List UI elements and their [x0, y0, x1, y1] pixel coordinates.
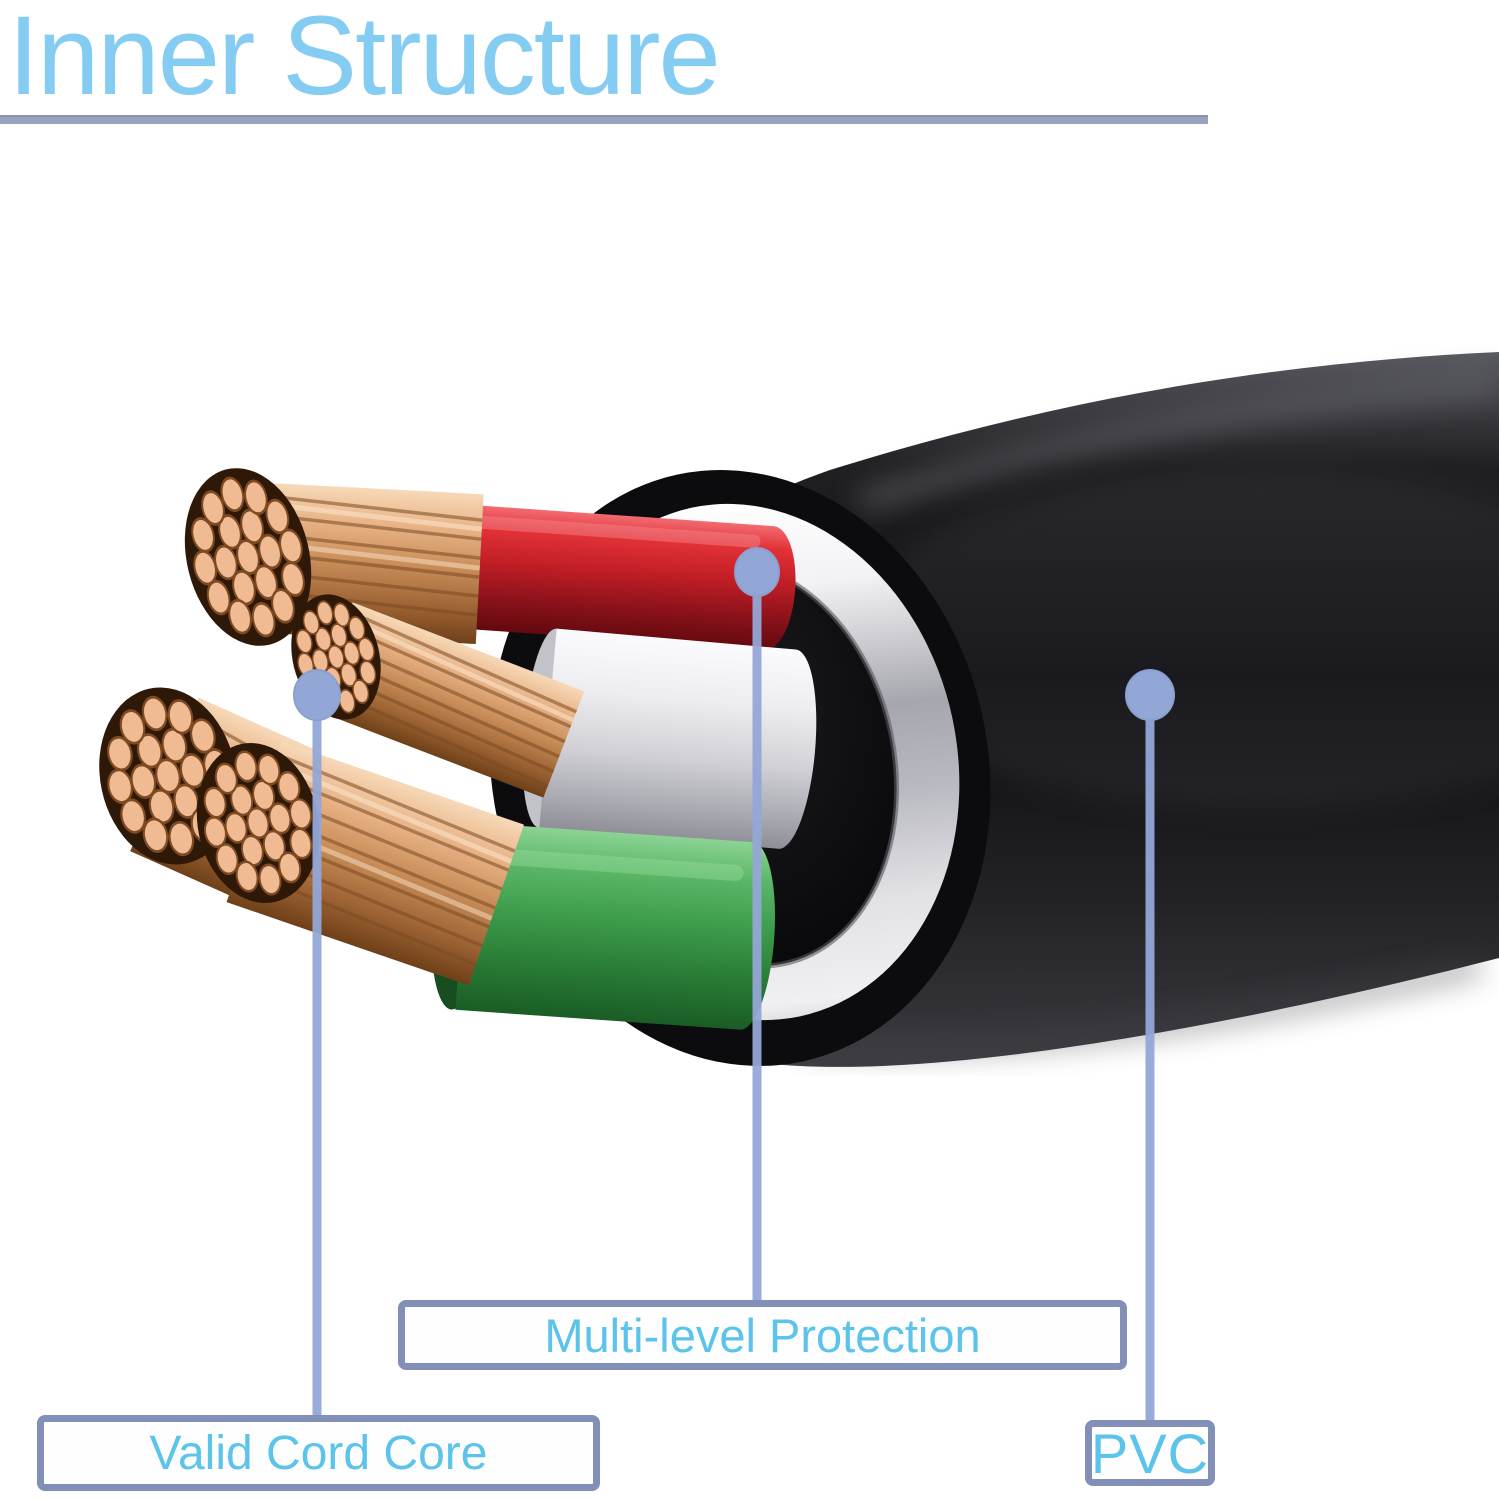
page-title: Inner Structure [8, 0, 721, 118]
copper-bundle-middle [279, 585, 585, 798]
callout-dot-multi-level [734, 547, 780, 597]
callout-dots [293, 547, 1175, 721]
label-box-pvc: PVC [1085, 1420, 1215, 1486]
copper-bundle-top [167, 455, 484, 660]
jacket-bottom-sheen [799, 956, 1483, 1055]
label-box-valid-cord-core: Valid Cord Core [37, 1415, 600, 1491]
copper-bundle-bottom [83, 675, 524, 986]
label-text-pvc: PVC [1090, 1421, 1210, 1485]
callout-lines [312, 572, 1155, 1427]
title-underline [0, 115, 1208, 124]
label-text-multi-level-protection: Multi-level Protection [544, 1308, 981, 1362]
jacket-mid-sheen [840, 470, 1499, 810]
label-text-valid-cord-core: Valid Cord Core [149, 1426, 488, 1480]
callout-dot-pvc [1125, 669, 1175, 721]
callout-dot-valid-cord-core [293, 669, 341, 721]
label-box-multi-level-protection: Multi-level Protection [398, 1300, 1127, 1370]
jacket-top-sheen [856, 372, 1499, 514]
